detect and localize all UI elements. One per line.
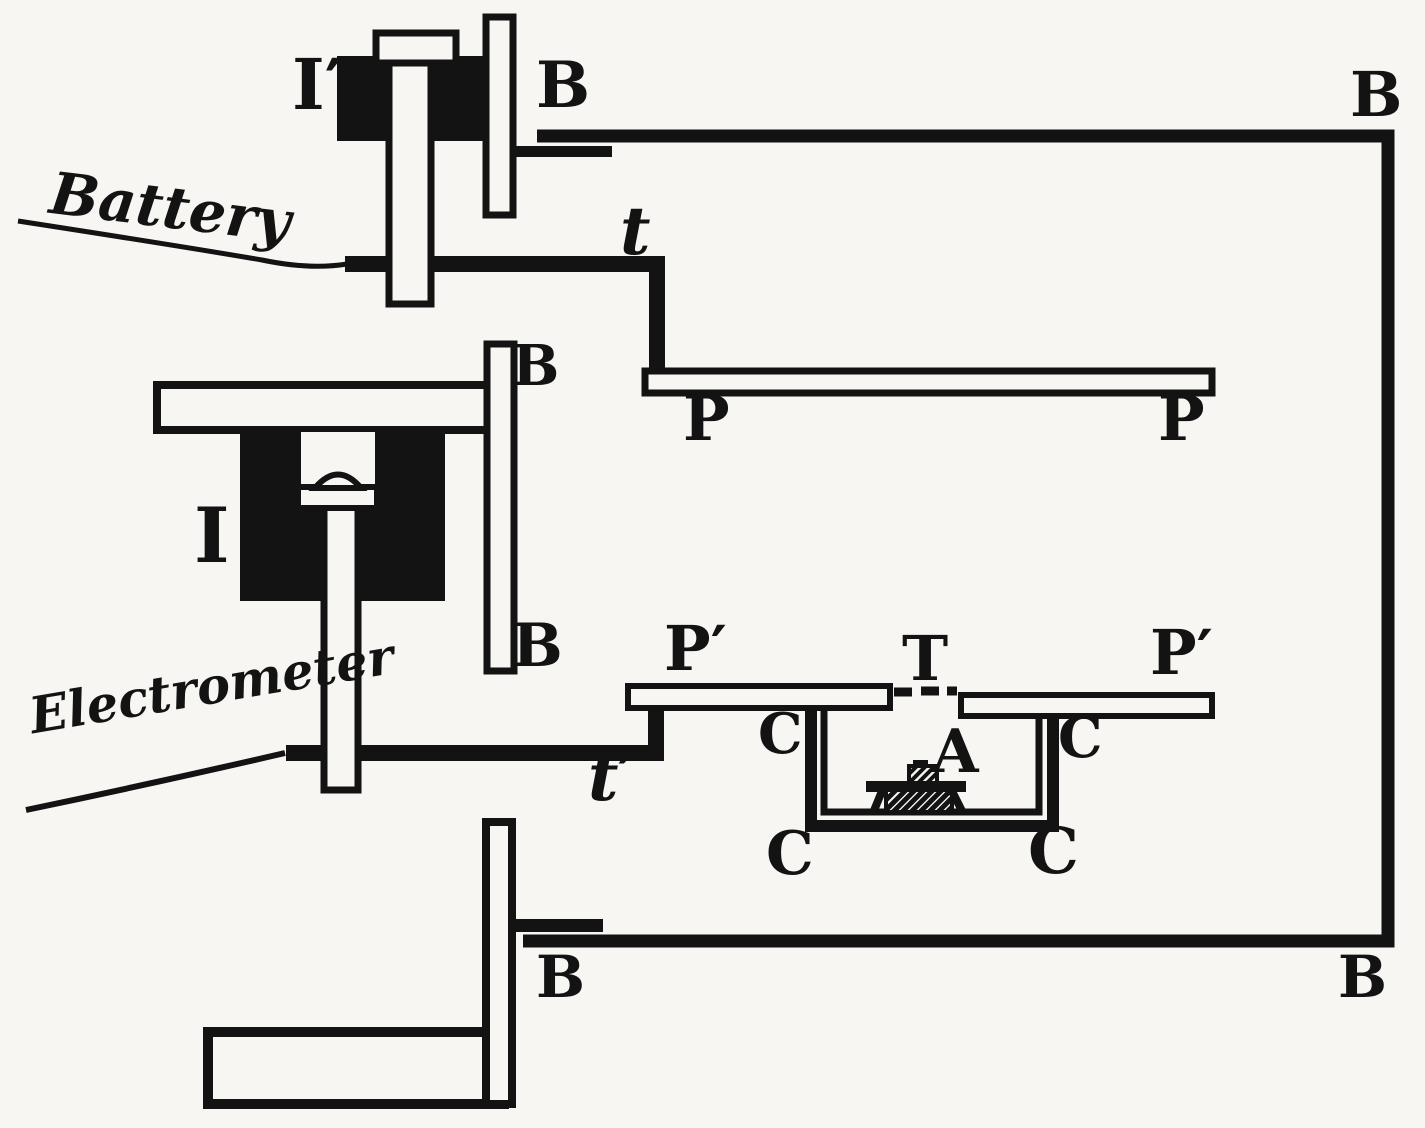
b-plate-bottom-bar	[482, 818, 516, 1108]
electrometer-top-bar	[153, 381, 493, 434]
b-top-left-label: B	[536, 48, 591, 123]
b-plate-top-stub	[510, 146, 612, 157]
chamber-c-top-left-label: C	[758, 701, 803, 767]
sample-cube-tick	[913, 760, 928, 768]
battery-pointer-line	[17, 218, 348, 269]
p-right-label: P	[1158, 382, 1205, 455]
electrometer-wire	[286, 698, 664, 761]
sample-a-label: A	[932, 717, 979, 787]
p-plate	[641, 367, 1216, 397]
b-plate-mid-bar	[483, 340, 518, 675]
chamber-outer-wall	[805, 697, 1059, 832]
b-mid-bottom-label: B	[512, 611, 563, 681]
b-plate-bottom-stub	[505, 919, 603, 932]
enclosure-loop-wire	[523, 129, 1395, 948]
b-bottom-right-label: B	[1338, 943, 1388, 1011]
chamber-c-top-right-label: C	[1058, 705, 1103, 771]
sample-block-hatch	[882, 787, 954, 814]
b-top-right-label: B	[1350, 58, 1403, 131]
sample-table-leg-right	[948, 789, 967, 815]
p-prime-plate-right	[958, 692, 1215, 719]
b-mid-top-label: B	[512, 333, 560, 399]
key-t-prime-label: t′	[588, 738, 636, 816]
insulator-prime-label: I′	[292, 43, 344, 126]
insulator-prime-cap-bar	[372, 29, 460, 67]
b-plate-top-bar	[482, 13, 517, 219]
p-prime-plate-left	[625, 683, 893, 711]
battery-rod	[385, 59, 435, 308]
electrometer-rod	[320, 502, 362, 794]
bottom-support-tube	[203, 1027, 509, 1109]
chamber-c-bottom-left-label: C	[766, 819, 814, 889]
p-left-label: P	[683, 382, 730, 455]
electrometer-rod-dome	[308, 471, 368, 491]
aperture-t-label: T	[902, 622, 949, 695]
b-bottom-left-label: B	[536, 943, 586, 1011]
p-prime-left-label: P′	[664, 612, 727, 685]
electrometer-pointer-line	[25, 750, 286, 813]
p-prime-right-label: P′	[1150, 616, 1213, 689]
insulator-label: I	[194, 491, 230, 580]
aperture-dashes	[894, 686, 957, 697]
sample-table-top	[866, 781, 966, 792]
battery-wire	[345, 256, 665, 372]
chamber-c-bottom-right-label: C	[1028, 814, 1079, 889]
sample-table-leg-left	[869, 789, 886, 815]
key-t-label: t	[620, 192, 651, 270]
